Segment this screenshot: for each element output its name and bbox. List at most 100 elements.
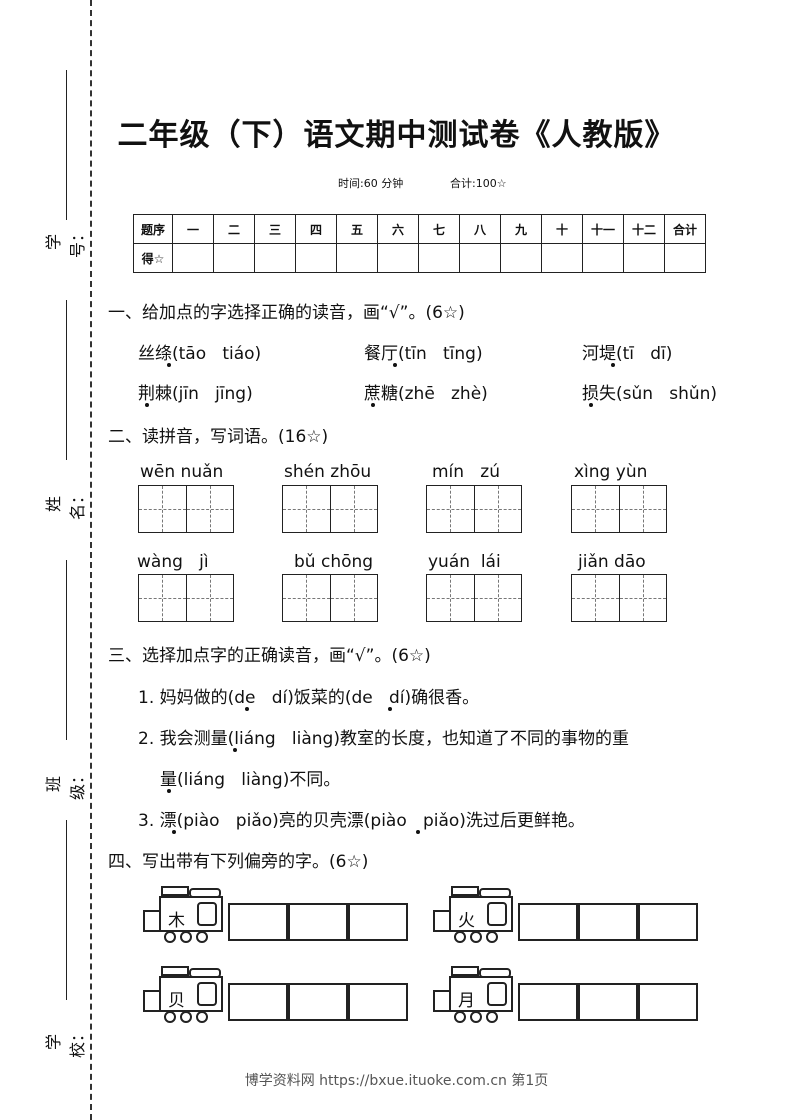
answer-car[interactable] [348,983,408,1021]
q1-item[interactable]: 损失(sǔn shǔn) [582,384,718,404]
emphasis-dot [167,363,171,367]
score-header-cell: 九 [500,214,542,244]
train-exercise: 贝 [140,965,430,1029]
answer-car[interactable] [348,903,408,941]
score-input-cell[interactable] [172,243,214,273]
train-exercise: 木 [140,885,430,949]
pinyin-label: mín zú [432,462,500,482]
score-table: 题序 一 二 三 四 五 六 七 八 九 十 十一 十二 合计 得☆ [133,214,706,273]
emphasis-dot [245,707,249,711]
answer-car[interactable] [288,903,348,941]
emphasis-dot [589,403,593,407]
score-input-cell[interactable] [541,243,583,273]
train-exercise: 月 [430,965,720,1029]
emphasis-dot [393,363,397,367]
binding-dashed-line [90,0,92,1120]
writing-grid[interactable] [426,574,522,622]
locomotive-icon [143,966,223,1023]
score-table-header-row: 题序 一 二 三 四 五 六 七 八 九 十 十一 十二 合计 [133,214,706,244]
score-header-cell: 十二 [623,214,665,244]
q2-title: 二、读拼音，写词语。(16☆) [108,427,329,447]
answer-car[interactable] [228,983,288,1021]
student-id-line [66,70,67,220]
q3-title: 三、选择加点字的正确读音，画“√”。(6☆) [108,646,431,666]
answer-car[interactable] [228,903,288,941]
score-header-cell: 六 [377,214,419,244]
class-line [66,560,67,740]
pinyin-label: shén zhōu [284,462,372,482]
emphasis-dot [172,830,176,834]
school-label: 学校： [44,1026,87,1059]
emphasis-dot [371,403,375,407]
name-label: 姓名： [44,488,87,521]
q4-title: 四、写出带有下列偏旁的字。(6☆) [108,852,369,872]
q1-item[interactable]: 河堤(tī dī) [582,344,673,364]
pinyin-label: wēn nuǎn [140,462,224,482]
page-title: 二年级（下）语文期中测试卷《人教版》 [117,118,676,153]
writing-grid[interactable] [282,485,378,533]
writing-grid[interactable] [282,574,378,622]
score-header-cell: 五 [336,214,378,244]
q3-line[interactable]: 量(liáng liàng)不同。 [160,770,341,790]
page-footer: 博学资料网 https://bxue.ituoke.com.cn 第1页 [244,1073,549,1089]
score-input-cell[interactable] [418,243,460,273]
q1-item[interactable]: 荆棘(jīn jīng) [138,384,253,404]
score-input-cell[interactable] [664,243,706,273]
score-input-cell[interactable] [295,243,337,273]
q3-line[interactable]: 1. 妈妈做的(de dí)饭菜的(de dí)确很香。 [138,688,480,708]
emphasis-dot [388,707,392,711]
pinyin-label: yuán lái [428,552,501,572]
radical-label: 月 [458,991,475,1011]
score-input-cell[interactable] [254,243,296,273]
writing-grid[interactable] [571,574,667,622]
locomotive-icon [433,886,513,943]
writing-grid[interactable] [571,485,667,533]
radical-label: 火 [458,911,475,931]
answer-car[interactable] [578,903,638,941]
score-row-label: 得☆ [133,243,173,273]
score-input-cell[interactable] [459,243,501,273]
q1-title: 一、给加点的字选择正确的读音，画“√”。(6☆) [108,303,465,323]
pinyin-label: wàng jì [137,552,209,572]
score-header-cell: 合计 [664,214,706,244]
score-header-cell: 四 [295,214,337,244]
score-input-cell[interactable] [213,243,255,273]
score-input-cell[interactable] [623,243,665,273]
student-id-label: 学号： [44,226,87,259]
answer-car[interactable] [518,983,578,1021]
answer-car[interactable] [638,903,698,941]
score-header-cell: 七 [418,214,460,244]
emphasis-dot [416,830,420,834]
score-input-cell[interactable] [500,243,542,273]
score-input-cell[interactable] [336,243,378,273]
score-header-cell: 三 [254,214,296,244]
score-header-cell: 十 [541,214,583,244]
locomotive-icon [433,966,513,1023]
school-line [66,820,67,1000]
emphasis-dot [233,748,237,752]
score-header-cell: 题序 [133,214,173,244]
pinyin-label: bǔ chōng [294,552,374,572]
score-input-cell[interactable] [582,243,624,273]
answer-car[interactable] [638,983,698,1021]
q1-item[interactable]: 蔗糖(zhē zhè) [364,384,488,404]
q3-line[interactable]: 3. 漂(piào piǎo)亮的贝壳漂(piào piǎo)洗过后更鲜艳。 [138,811,585,831]
writing-grid[interactable] [426,485,522,533]
exam-total: 合计:100☆ [450,177,507,190]
name-line [66,300,67,460]
emphasis-dot [611,363,615,367]
pinyin-label: jiǎn dāo [578,552,646,572]
answer-car[interactable] [518,903,578,941]
q3-line[interactable]: 2. 我会测量(liáng liàng)教室的长度，也知道了不同的事物的重 [138,729,629,749]
q1-item[interactable]: 丝绦(tāo tiáo) [138,344,262,364]
answer-car[interactable] [288,983,348,1021]
q1-item[interactable]: 餐厅(tīn tīng) [364,344,483,364]
writing-grid[interactable] [138,574,234,622]
writing-grid[interactable] [138,485,234,533]
train-exercise: 火 [430,885,720,949]
answer-car[interactable] [578,983,638,1021]
score-header-cell: 一 [172,214,214,244]
radical-label: 木 [168,911,185,931]
score-input-cell[interactable] [377,243,419,273]
score-table-score-row: 得☆ [133,243,706,273]
